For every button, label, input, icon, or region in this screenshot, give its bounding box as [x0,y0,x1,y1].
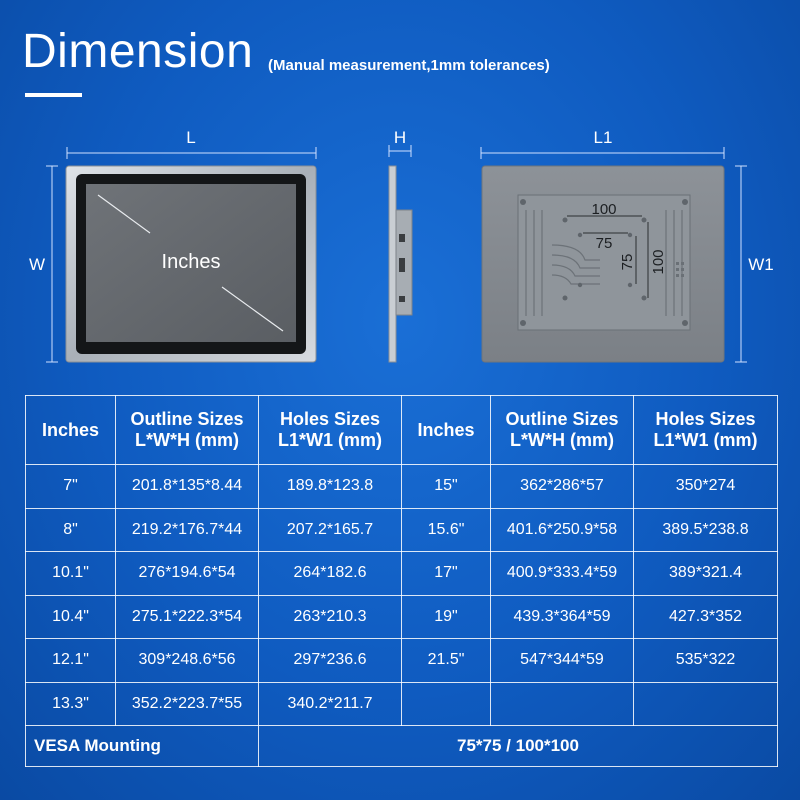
table-cell: 340.2*211.7 [258,681,402,726]
back-monitor [481,165,725,363]
side-view [388,165,413,363]
table-row: 10.1" 276*194.6*54 264*182.6 17" 400.9*3… [25,551,778,596]
screen-label: Inches [162,251,221,273]
dim-label-l1: L1 [594,128,613,147]
table-cell: 219.2*176.7*44 [115,507,259,552]
table-cell: 264*182.6 [258,551,402,596]
table-cell: 19" [401,594,491,639]
table-cell: 389*321.4 [633,551,778,596]
table-cell: 439.3*364*59 [490,594,634,639]
table-cell: 401.6*250.9*58 [490,507,634,552]
dim-label-w1: W1 [748,255,774,274]
table-cell: 350*274 [633,464,778,509]
front-height-dimension [46,165,58,363]
page-subtitle: (Manual measurement,1mm tolerances) [268,57,550,74]
table-cell [633,681,778,726]
table-cell: 400.9*333.4*59 [490,551,634,596]
vesa-h-outer-label: 100 [591,201,616,218]
table-row: 10.4" 275.1*222.3*54 263*210.3 19" 439.3… [25,594,778,639]
table-row: 13.3" 352.2*223.7*55 340.2*211.7 [25,681,778,726]
product-diagram: L W Inches H L1 W1 100 75 75 100 [29,128,774,363]
header-inches-right: Inches [401,395,491,465]
front-width-dimension [66,147,317,159]
table-cell: 275.1*222.3*54 [115,594,259,639]
table-cell: 297*236.6 [258,638,402,683]
title-underline [25,93,82,97]
table-cell: 207.2*165.7 [258,507,402,552]
table-cell: 276*194.6*54 [115,551,259,596]
table-cell: 10.1" [25,551,116,596]
table-cell: 8" [25,507,116,552]
side-depth-dimension [388,145,412,157]
front-monitor [65,165,317,363]
table-cell: 13.3" [25,681,116,726]
vesa-v-outer-label: 100 [650,249,667,274]
dim-label-w: W [29,255,45,274]
table-cell: 362*286*57 [490,464,634,509]
vesa-row: VESA Mounting 75*75 / 100*100 [25,725,778,767]
back-height-dimension [735,165,747,363]
table-cell: 12.1" [25,638,116,683]
table-cell: 547*344*59 [490,638,634,683]
table-cell: 309*248.6*56 [115,638,259,683]
table-cell: 535*322 [633,638,778,683]
table-cell: 7" [25,464,116,509]
back-width-dimension [480,147,725,159]
header-inches-left: Inches [25,395,116,465]
table-cell: 21.5" [401,638,491,683]
dim-label-l: L [186,128,195,147]
table-cell: 10.4" [25,594,116,639]
table-cell: 189.8*123.8 [258,464,402,509]
vesa-v-inner-label: 75 [619,254,636,271]
table-cell [401,681,491,726]
table-row: 7" 201.8*135*8.44 189.8*123.8 15" 362*28… [25,464,778,509]
vesa-label: VESA Mounting [25,725,259,767]
page-title: Dimension [22,25,254,78]
table-cell: 15.6" [401,507,491,552]
table-cell: 389.5*238.8 [633,507,778,552]
table-cell: 352.2*223.7*55 [115,681,259,726]
table-cell: 427.3*352 [633,594,778,639]
table-row: 8" 219.2*176.7*44 207.2*165.7 15.6" 401.… [25,507,778,552]
vesa-value: 75*75 / 100*100 [258,725,778,767]
table-cell: 201.8*135*8.44 [115,464,259,509]
table-row: 12.1" 309*248.6*56 297*236.6 21.5" 547*3… [25,638,778,683]
table-cell [490,681,634,726]
vesa-h-inner-label: 75 [596,235,613,252]
dim-label-h: H [394,128,406,147]
table-cell: 15" [401,464,491,509]
table-cell: 17" [401,551,491,596]
table-cell: 263*210.3 [258,594,402,639]
